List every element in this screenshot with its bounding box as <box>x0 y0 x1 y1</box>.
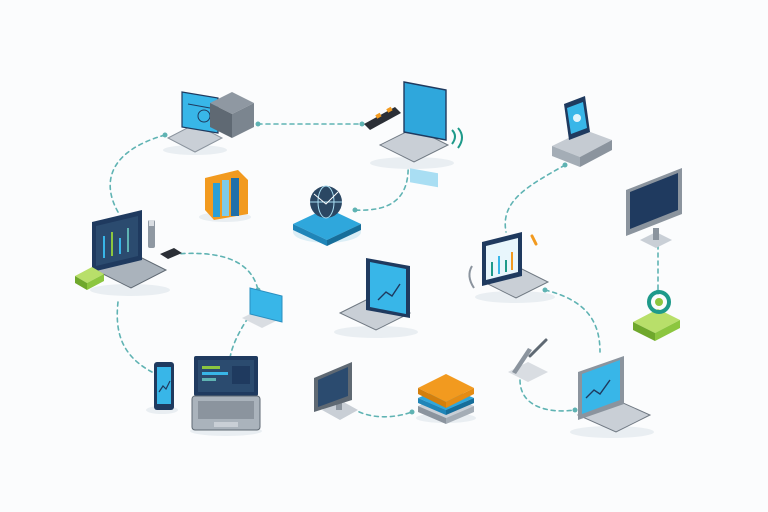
connector-laptop-left-to-tablet-small <box>164 252 259 291</box>
connector-joint <box>572 407 578 413</box>
connector-joint <box>542 287 548 293</box>
router-icon <box>75 267 104 290</box>
monitor-icon <box>626 168 682 248</box>
laptop-icon <box>468 232 555 303</box>
laptop-icon <box>570 356 654 438</box>
connector-pen-stand-to-laptop-bottom-right <box>519 379 576 412</box>
folder-stack-icon <box>199 170 251 222</box>
connector-lines <box>109 123 659 418</box>
connector-tablet-stand-to-laptop-right-center <box>504 164 566 233</box>
connector-joint <box>162 132 168 138</box>
laptop-icon <box>163 91 227 155</box>
connector-laptop-top-center-to-globe <box>354 161 409 211</box>
tablet-icon <box>242 287 283 328</box>
stylus-stand-icon <box>508 338 548 382</box>
connector-joint <box>352 207 358 213</box>
book-stack-icon <box>416 374 476 424</box>
connector-joint <box>409 409 415 415</box>
laptop-icon <box>334 258 418 338</box>
globe-icon <box>293 185 361 246</box>
usb-stick-icon <box>148 220 155 248</box>
connector-laptop-left-to-laptop-top-left <box>109 134 166 213</box>
tablet-stand-icon <box>552 96 612 167</box>
laptop-icon <box>90 210 170 296</box>
connector-laptop-left-to-phone <box>116 301 153 373</box>
laptop-icon <box>370 81 463 188</box>
server-box-icon <box>210 92 254 138</box>
connector-laptop-right-center-to-laptop-bottom-right <box>544 289 601 353</box>
card-reader-icon <box>160 248 182 259</box>
connector-tablet-small-to-laptop-bottom-left <box>229 317 249 359</box>
monitor-icon <box>314 362 358 420</box>
connector-joint <box>359 121 365 127</box>
laptop-icon <box>190 356 262 436</box>
wifi-hub-icon <box>633 290 680 341</box>
connector-joint <box>255 121 261 127</box>
smartphone-icon <box>146 362 178 414</box>
connector-monitor-bottom-to-book-stack <box>351 407 413 418</box>
connector-joint <box>562 162 568 168</box>
film-strip-icon <box>364 106 401 130</box>
